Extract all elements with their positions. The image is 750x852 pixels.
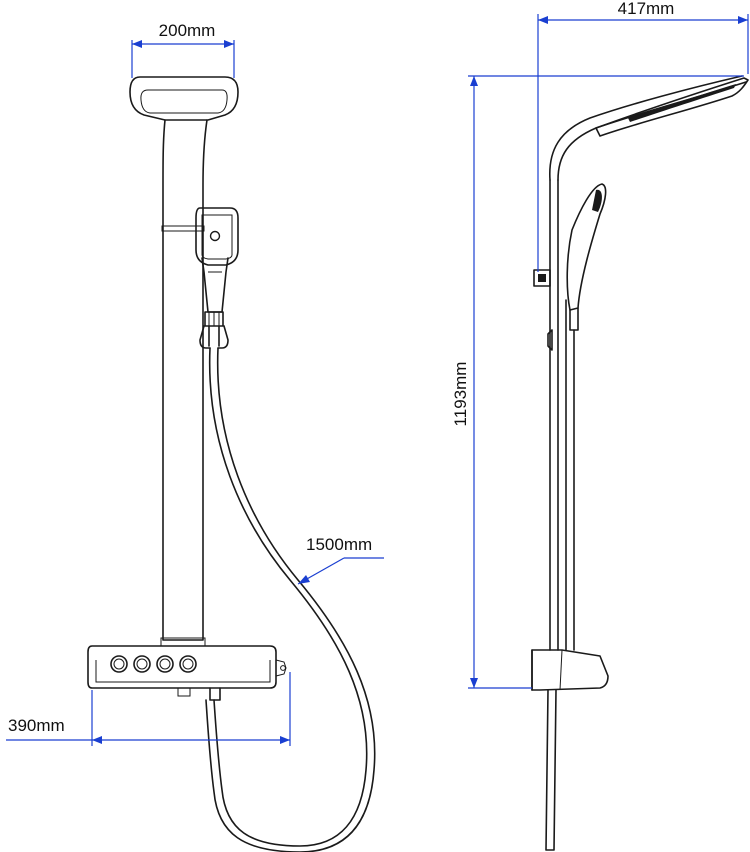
dimension-hose-length: 1500mm xyxy=(297,535,384,585)
dimension-label-hose-length: 1500mm xyxy=(306,535,372,554)
hand-shower xyxy=(195,207,239,349)
thermostat-console xyxy=(87,645,287,701)
dimension-label-projection: 417mm xyxy=(618,0,675,18)
wall-bracket xyxy=(533,269,551,287)
dimension-label-console-width: 390mm xyxy=(8,716,65,735)
pipe-ring xyxy=(161,225,205,232)
front-view: 200mm 390mm 1500mm xyxy=(6,21,384,852)
dimension-label-overall-height: 1193mm xyxy=(451,362,470,427)
dimension-label-head-width: 200mm xyxy=(159,21,216,40)
rain-head xyxy=(129,76,239,121)
side-riser-pipe xyxy=(549,179,559,651)
side-view: 417mm 1193mm xyxy=(451,0,749,851)
hose xyxy=(208,347,368,847)
dimension-console-width: 390mm xyxy=(6,672,291,746)
dimension-projection: 417mm xyxy=(537,0,749,272)
dimension-overall-height: 1193mm xyxy=(451,75,744,689)
side-hand-shower xyxy=(547,183,607,651)
side-console xyxy=(531,649,609,691)
dimension-head-width: 200mm xyxy=(131,21,235,78)
riser-pipe xyxy=(162,119,208,641)
